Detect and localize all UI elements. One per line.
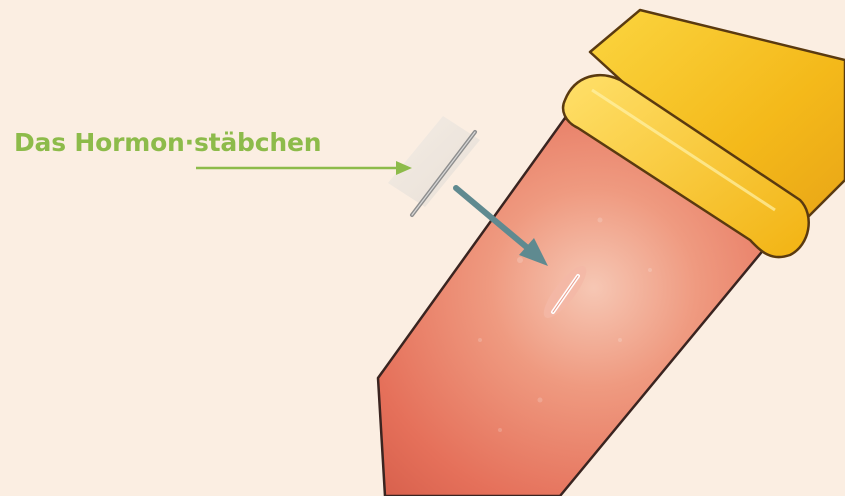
label-pointer-arrow bbox=[196, 161, 412, 175]
implant-label: Das Hormon·stäbchen bbox=[14, 126, 321, 160]
